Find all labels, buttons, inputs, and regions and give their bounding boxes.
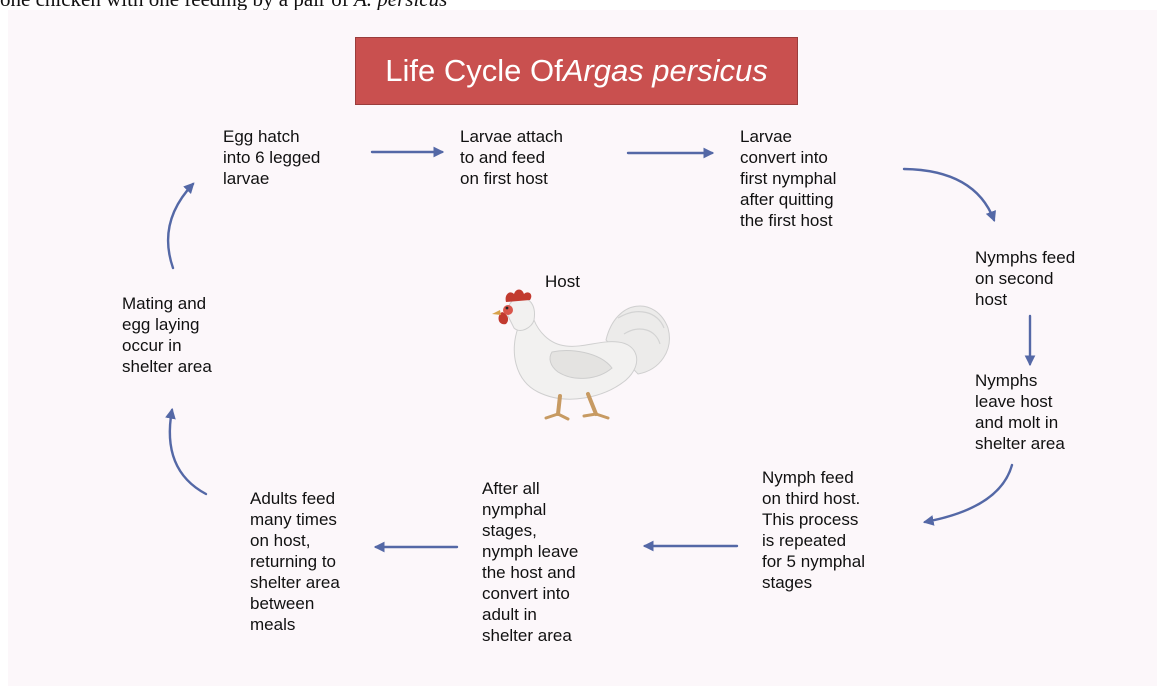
hen-icon [488,288,678,428]
arrow-adults-to-mating [170,410,206,494]
arrow-convert-to-nymphs [904,169,994,220]
arrow-mating-to-egg [168,184,193,268]
arrow-leave-to-third [925,465,1012,522]
